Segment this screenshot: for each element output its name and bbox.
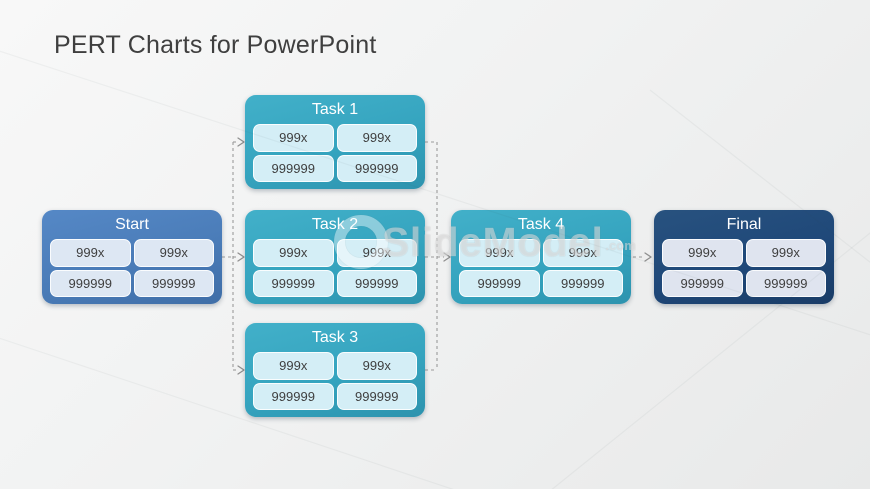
node-title: Final	[726, 215, 762, 233]
node-cells: 999x 999x 999999 999999	[253, 352, 417, 410]
cell-latest: 999999	[336, 269, 417, 297]
cell-optimistic: 999x	[253, 239, 334, 267]
cell-earliest: 999999	[50, 269, 131, 297]
cell-optimistic: 999x	[459, 239, 540, 267]
cell-pessimistic: 999x	[336, 124, 417, 152]
pert-node-task2: Task 2 999x 999x 999999 999999	[245, 210, 425, 304]
node-title: Task 1	[311, 100, 359, 118]
node-title: Task 3	[311, 328, 359, 346]
cell-earliest: 999999	[662, 269, 743, 297]
cell-latest: 999999	[336, 154, 417, 182]
page-title: PERT Charts for PowerPoint	[54, 31, 377, 59]
pert-node-final: Final 999x 999x 999999 999999	[654, 210, 834, 304]
cell-optimistic: 999x	[662, 239, 743, 267]
node-title: Task 4	[517, 215, 565, 233]
node-cells: 999x 999x 999999 999999	[253, 124, 417, 182]
cell-pessimistic: 999x	[542, 239, 623, 267]
cell-pessimistic: 999x	[336, 239, 417, 267]
cell-earliest: 999999	[253, 269, 334, 297]
node-cells: 999x 999x 999999 999999	[662, 239, 826, 297]
cell-pessimistic: 999x	[133, 239, 214, 267]
cell-optimistic: 999x	[253, 124, 334, 152]
cell-pessimistic: 999x	[745, 239, 826, 267]
node-cells: 999x 999x 999999 999999	[50, 239, 214, 297]
node-cells: 999x 999x 999999 999999	[459, 239, 623, 297]
node-cells: 999x 999x 999999 999999	[253, 239, 417, 297]
cell-latest: 999999	[542, 269, 623, 297]
cell-latest: 999999	[133, 269, 214, 297]
cell-pessimistic: 999x	[336, 352, 417, 380]
node-title: Start	[115, 215, 149, 233]
cell-optimistic: 999x	[253, 352, 334, 380]
cell-earliest: 999999	[459, 269, 540, 297]
pert-node-start: Start 999x 999x 999999 999999	[42, 210, 222, 304]
cell-earliest: 999999	[253, 382, 334, 410]
pert-node-task4: Task 4 999x 999x 999999 999999	[451, 210, 631, 304]
pert-node-task1: Task 1 999x 999x 999999 999999	[245, 95, 425, 189]
cell-latest: 999999	[745, 269, 826, 297]
cell-optimistic: 999x	[50, 239, 131, 267]
cell-earliest: 999999	[253, 154, 334, 182]
node-title: Task 2	[311, 215, 359, 233]
pert-node-task3: Task 3 999x 999x 999999 999999	[245, 323, 425, 417]
cell-latest: 999999	[336, 382, 417, 410]
